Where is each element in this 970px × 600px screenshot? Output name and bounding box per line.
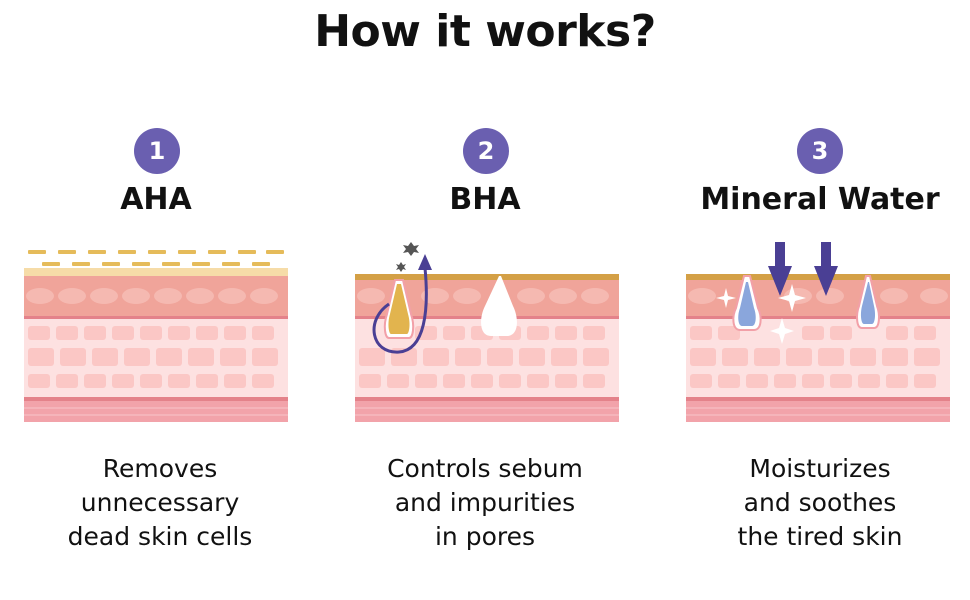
- sebum-pore: [383, 279, 415, 339]
- bha-skin-illustration: [355, 242, 619, 422]
- page-title: How it works?: [314, 6, 656, 57]
- impurity-particles: [396, 242, 419, 272]
- step-mineral-water: 3 Mineral Water: [660, 0, 970, 600]
- aha-skin-illustration: [24, 250, 288, 422]
- step-description: Removes unnecessary dead skin cells: [67, 454, 253, 551]
- step-name: AHA: [120, 182, 192, 217]
- sparkle-icons: [716, 284, 806, 344]
- step-bha: 2 BHA: [325, 0, 645, 600]
- absorption-arrows: [768, 242, 838, 296]
- mineral-water-skin-illustration: [686, 242, 950, 422]
- extraction-arrow: [372, 267, 428, 354]
- step-number-badge: 1: [134, 128, 180, 174]
- clean-pore: [481, 276, 517, 336]
- water-pores: [732, 275, 880, 331]
- step-description: Moisturizes and soothes the tired skin: [737, 454, 903, 551]
- step-name: BHA: [449, 182, 521, 217]
- step-number-badge: 2: [463, 128, 509, 174]
- step-name: Mineral Water: [700, 182, 940, 217]
- step-description: Controls sebum and impurities in pores: [387, 454, 583, 551]
- dead-skin-cells: [28, 250, 284, 266]
- step-number-badge: 3: [797, 128, 843, 174]
- step-aha: 1 AHA: [0, 0, 320, 600]
